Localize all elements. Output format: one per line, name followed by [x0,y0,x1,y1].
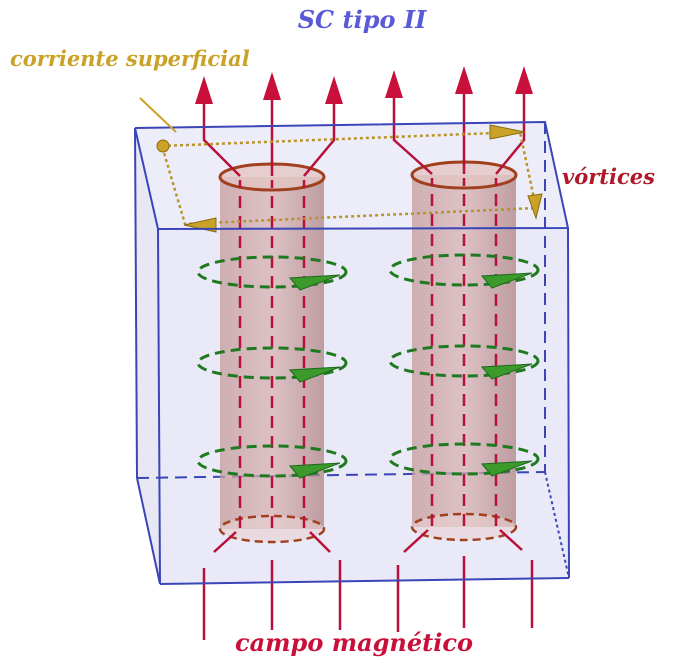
box-edge-back-bottom [136,471,546,479]
title-label: SC tipo II [298,5,427,34]
arrow-up-icon [515,66,533,94]
cone-arrow-icon [288,366,341,383]
vortices-label: vórtices [562,164,655,189]
cone-arrow-icon [288,462,341,479]
box-edge-back-left [134,127,138,479]
cone-arrow-icon [480,460,533,477]
vortex-current-loops [196,253,540,478]
cone-arrow-icon [489,124,526,140]
arrow-up-icon [263,72,281,100]
vortex-current-arrows [288,272,533,479]
box-visible-edges [134,120,570,585]
vortex-bottom-ring [410,512,518,542]
box-hidden-edges [136,122,570,579]
surface-current-pointer [139,97,177,133]
field-line-top [303,100,336,177]
current-loop [196,444,348,478]
box-left-face [135,128,160,584]
current-loop [388,253,540,287]
current-loop [196,255,348,289]
arrow-up-icon [455,66,473,94]
surface-current-label: corriente superficial [10,46,250,71]
arrow-up-icon [325,76,343,104]
field-line-top [202,100,241,177]
surface-current-start [156,139,170,153]
arrow-up-icon [385,70,403,98]
box-edge-front-bottom [159,577,570,585]
magnetic-field-label: campo magnético [235,628,473,657]
cone-arrow-icon [527,193,543,220]
field-line-converge [309,531,331,553]
box-edge-front-right [567,227,570,579]
field-arrows [195,66,533,104]
field-line-top [495,90,526,175]
current-loop [196,346,348,380]
cone-arrow-icon [288,274,341,291]
field-line-converge [499,529,523,551]
cone-arrow-icon [480,363,533,380]
field-line-converge [403,529,429,553]
field-line-converge [213,531,237,553]
vortex-bottom-ring [218,514,326,544]
box-edge-bottom-right [544,471,570,579]
magnetic-field-lines [202,90,534,640]
arrow-up-icon [195,76,213,104]
current-loop [388,442,540,476]
cone-arrow-icon [480,272,533,289]
box-edge-front-left [157,228,161,585]
current-loop [388,344,540,378]
box-edge-bottom-left [136,477,161,585]
field-line-top [392,96,433,175]
